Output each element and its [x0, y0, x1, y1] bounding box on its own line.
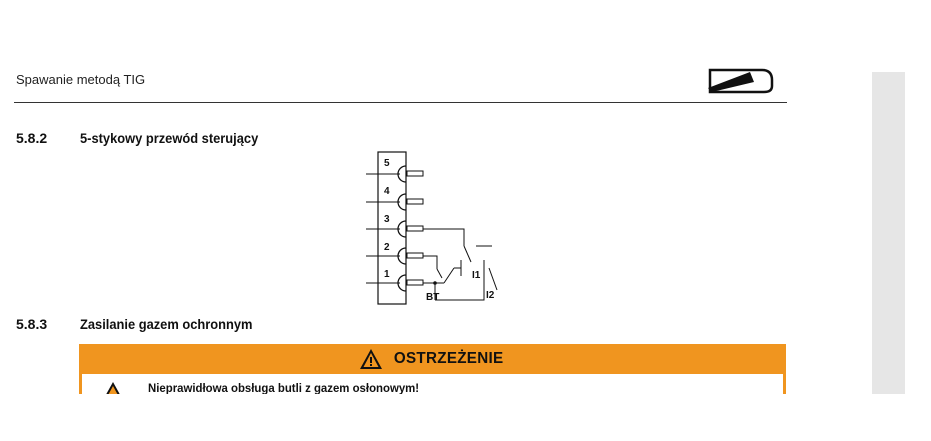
- brand-logo-icon: [708, 68, 774, 94]
- i1-label: I1: [472, 270, 481, 281]
- pin-3: 3: [366, 214, 424, 238]
- pin-5: 5: [366, 158, 424, 183]
- connector-body: [377, 151, 407, 305]
- warning-triangle-icon: [106, 382, 120, 394]
- pin-4: 4: [366, 186, 424, 211]
- bt-label: BT: [426, 292, 439, 303]
- warning-title: OSTRZEŻENIE: [393, 350, 504, 367]
- page-side-strip: [872, 72, 905, 394]
- section-number: 5.8.3: [16, 316, 48, 332]
- i2-label: I2: [486, 290, 495, 301]
- header-divider: [14, 102, 787, 103]
- warning-body: Nieprawidłowa obsługa butli z gazem osło…: [79, 374, 786, 394]
- warning-text: Nieprawidłowa obsługa butli z gazem osło…: [148, 381, 420, 394]
- warning-triangle-icon: [359, 349, 382, 369]
- pin-label: 2: [384, 242, 390, 253]
- running-title: Spawanie metodą TIG: [16, 72, 146, 87]
- pin-label: 1: [384, 269, 390, 280]
- pin-label: 4: [384, 186, 390, 197]
- section-number: 5.8.2: [16, 130, 48, 146]
- switch-wiring: [423, 228, 498, 301]
- pin-label: 5: [384, 158, 390, 169]
- pin-label: 3: [384, 214, 390, 225]
- section-title: 5-stykowy przewód sterujący: [80, 130, 259, 146]
- warning-banner: OSTRZEŻENIE: [79, 344, 786, 374]
- section-title: Zasilanie gazem ochronnym: [80, 316, 253, 332]
- control-cable-diagram: 5 4 3 2 1: [366, 151, 498, 305]
